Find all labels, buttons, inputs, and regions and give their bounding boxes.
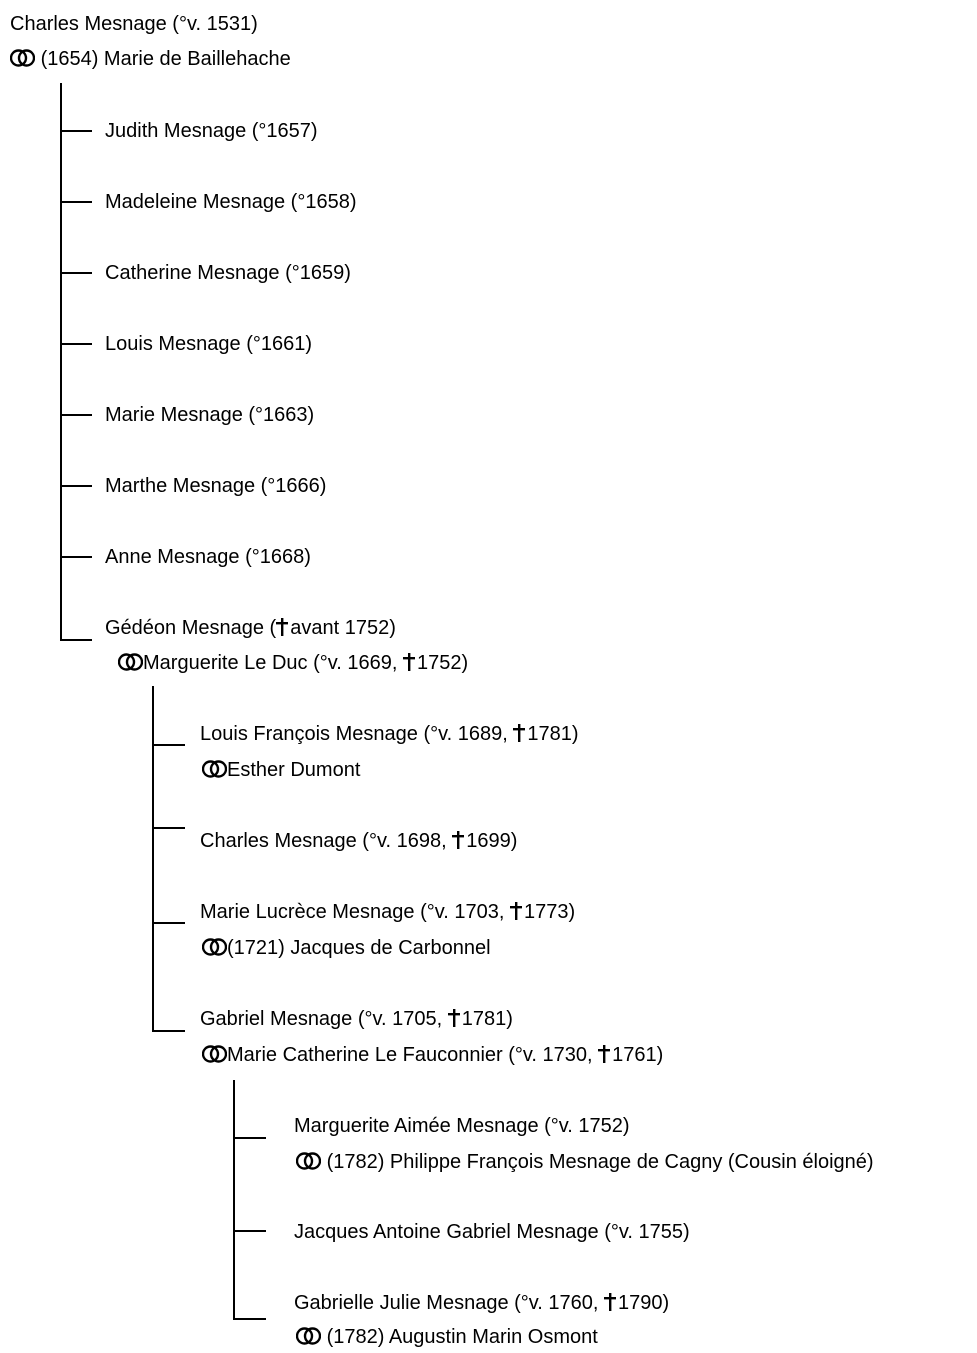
child-name: Marthe Mesnage (°1666): [105, 475, 327, 497]
gen2-branch: [152, 1030, 185, 1032]
louis-francois-name-end: 1781): [527, 723, 579, 745]
gen3-branch: [233, 1137, 266, 1139]
gedeon-spouse-end: 1752): [416, 652, 469, 674]
gen1-vertical-connector: [60, 83, 62, 641]
gabriel-name-end: 1781): [461, 1008, 513, 1030]
child-name: Judith Mesnage (°1657): [105, 120, 318, 142]
gedeon-name-end: avant 1752): [290, 617, 396, 639]
gen2-vertical-connector: [152, 686, 154, 1032]
marie-lucrece-person: Marie Lucrèce Mesnage (°v. 1703, 1773): [200, 900, 575, 924]
louis-francois-spouse: Esther Dumont: [227, 759, 361, 781]
gedeon-person: Gédéon Mesnage ( avant 1752): [105, 616, 396, 640]
death-cross-icon: [402, 653, 415, 671]
gedeon-spouse-line: Marguerite Le Duc (°v. 1669, 1752): [118, 651, 468, 675]
child-name: Marie Mesnage (°1663): [105, 404, 315, 426]
gen1-branch: [60, 130, 92, 132]
child-name: Anne Mesnage (°1668): [105, 546, 311, 568]
marriage-rings-icon: [202, 1044, 227, 1064]
death-cross-icon: [604, 1293, 617, 1311]
charles-1698-name-start: Charles Mesnage (°v. 1698,: [200, 830, 453, 852]
child-name: Catherine Mesnage (°1659): [105, 262, 351, 284]
marie-lucrece-name-end: 1773): [524, 901, 576, 923]
death-cross-icon: [452, 831, 465, 849]
louis-francois-person: Louis François Mesnage (°v. 1689, 1781): [200, 722, 579, 746]
gen2-branch: [152, 744, 185, 746]
gen3-branch: [233, 1318, 266, 1320]
gen3-branch: [233, 1230, 266, 1232]
root-spouse: (1654) Marie de Baillehache: [40, 48, 291, 70]
death-cross-icon: [276, 618, 289, 636]
gen2-branch: [152, 827, 185, 829]
death-cross-icon: [598, 1045, 611, 1063]
gen1-branch: [60, 485, 92, 487]
marguerite-aimee-person: Marguerite Aimée Mesnage (°v. 1752): [294, 1115, 630, 1137]
gen1-branch: [60, 414, 92, 416]
root-spouse-line: (1654) Marie de Baillehache: [10, 47, 291, 71]
marriage-rings-icon: [202, 937, 227, 957]
gen1-branch: [60, 556, 92, 558]
marie-lucrece-spouse: (1721) Jacques de Carbonnel: [227, 937, 491, 959]
death-cross-icon: [513, 724, 526, 742]
root-person: Charles Mesnage (°v. 1531): [10, 13, 258, 35]
gabriel-person: Gabriel Mesnage (°v. 1705, 1781): [200, 1007, 513, 1031]
death-cross-icon: [510, 902, 522, 920]
marguerite-aimee-spouse: (1782) Philippe François Mesnage de Cagn…: [326, 1151, 874, 1173]
gabrielle-julie-spouse: (1782) Augustin Marin Osmont: [326, 1326, 598, 1348]
marriage-rings-icon: [296, 1151, 321, 1171]
gabrielle-julie-name-end: 1790): [618, 1292, 670, 1314]
gedeon-name-start: Gédéon Mesnage (: [105, 617, 277, 639]
gabrielle-julie-spouse-line: (1782) Augustin Marin Osmont: [296, 1325, 598, 1349]
marriage-rings-icon: [10, 48, 35, 68]
charles-1698-person: Charles Mesnage (°v. 1698, 1699): [200, 829, 517, 853]
charles-1698-name-end: 1699): [466, 830, 518, 852]
child-name: Madeleine Mesnage (°1658): [105, 191, 357, 213]
gabriel-spouse-line: Marie Catherine Le Fauconnier (°v. 1730,…: [202, 1043, 663, 1067]
marriage-rings-icon: [296, 1326, 321, 1346]
marguerite-aimee-spouse-line: (1782) Philippe François Mesnage de Cagn…: [296, 1150, 874, 1174]
gabriel-spouse-end: 1761): [612, 1044, 664, 1066]
gabriel-spouse-start: Marie Catherine Le Fauconnier (°v. 1730,: [227, 1044, 599, 1066]
death-cross-icon: [447, 1009, 460, 1027]
jacques-antoine-person: Jacques Antoine Gabriel Mesnage (°v. 175…: [294, 1221, 690, 1243]
gen1-branch: [60, 201, 92, 203]
gen1-branch: [60, 272, 92, 274]
gen2-branch: [152, 922, 185, 924]
gedeon-spouse-start: Marguerite Le Duc (°v. 1669,: [143, 652, 403, 674]
marriage-rings-icon: [118, 652, 143, 672]
marie-lucrece-name-start: Marie Lucrèce Mesnage (°v. 1703,: [200, 901, 510, 923]
marie-lucrece-spouse-line: (1721) Jacques de Carbonnel: [202, 936, 491, 960]
child-name: Louis Mesnage (°1661): [105, 333, 313, 355]
gabrielle-julie-name-start: Gabrielle Julie Mesnage (°v. 1760,: [294, 1292, 605, 1314]
louis-francois-name-start: Louis François Mesnage (°v. 1689,: [200, 723, 514, 745]
gen3-vertical-connector: [233, 1080, 235, 1320]
gabrielle-julie-person: Gabrielle Julie Mesnage (°v. 1760, 1790): [294, 1291, 669, 1315]
marriage-rings-icon: [202, 759, 227, 779]
louis-francois-spouse-line: Esther Dumont: [202, 758, 360, 782]
gen1-branch: [60, 639, 92, 641]
gabriel-name-start: Gabriel Mesnage (°v. 1705,: [200, 1008, 448, 1030]
gen1-branch: [60, 343, 92, 345]
